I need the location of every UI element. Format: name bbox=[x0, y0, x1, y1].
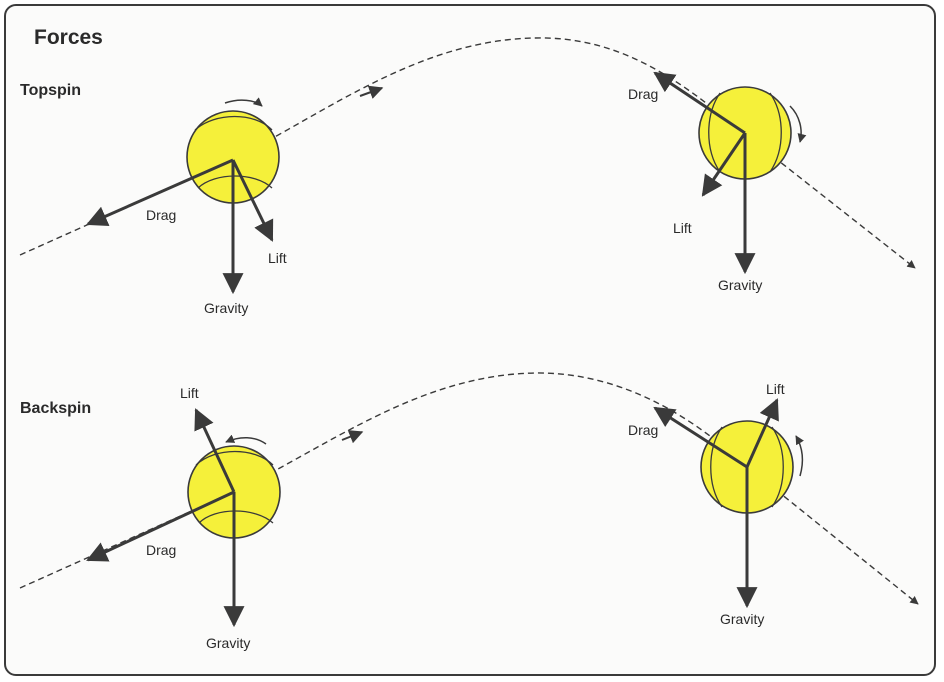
lift-arrow bbox=[745, 398, 779, 468]
backspin-ball-1 bbox=[86, 408, 281, 628]
topspin-ball-1 bbox=[86, 97, 280, 295]
spin-arrow bbox=[789, 105, 807, 143]
gravity-label: Gravity bbox=[720, 611, 765, 627]
lift-label: Lift bbox=[180, 385, 199, 401]
backspin-ball-2 bbox=[653, 398, 804, 609]
gravity-label: Gravity bbox=[204, 300, 249, 316]
drag-arrow bbox=[653, 406, 748, 469]
drag-label: Drag bbox=[146, 207, 177, 223]
spin-arrow bbox=[225, 434, 267, 445]
lift-arrow bbox=[194, 408, 236, 493]
backspin-heading: Backspin bbox=[20, 400, 92, 417]
lift-label: Lift bbox=[673, 220, 692, 236]
lift-label: Lift bbox=[268, 250, 287, 266]
direction-arrow bbox=[359, 85, 384, 99]
drag-label: Drag bbox=[146, 542, 177, 558]
lift-arrow bbox=[231, 159, 274, 242]
spin-arrow bbox=[224, 97, 263, 107]
drag-arrow bbox=[653, 71, 746, 135]
direction-arrow bbox=[341, 430, 364, 444]
lift-label: Lift bbox=[766, 381, 785, 397]
spin-arrow bbox=[795, 435, 804, 477]
topspin-heading: Topspin bbox=[20, 82, 82, 99]
gravity-label: Gravity bbox=[206, 635, 251, 651]
drag-label: Drag bbox=[628, 86, 659, 102]
diagram-title: Forces bbox=[34, 26, 103, 49]
gravity-label: Gravity bbox=[718, 277, 763, 293]
drag-label: Drag bbox=[628, 422, 659, 438]
drag-arrow bbox=[86, 158, 234, 226]
lift-arrow bbox=[701, 132, 747, 197]
topspin-ball-2 bbox=[653, 71, 807, 275]
drag-arrow bbox=[86, 490, 235, 562]
